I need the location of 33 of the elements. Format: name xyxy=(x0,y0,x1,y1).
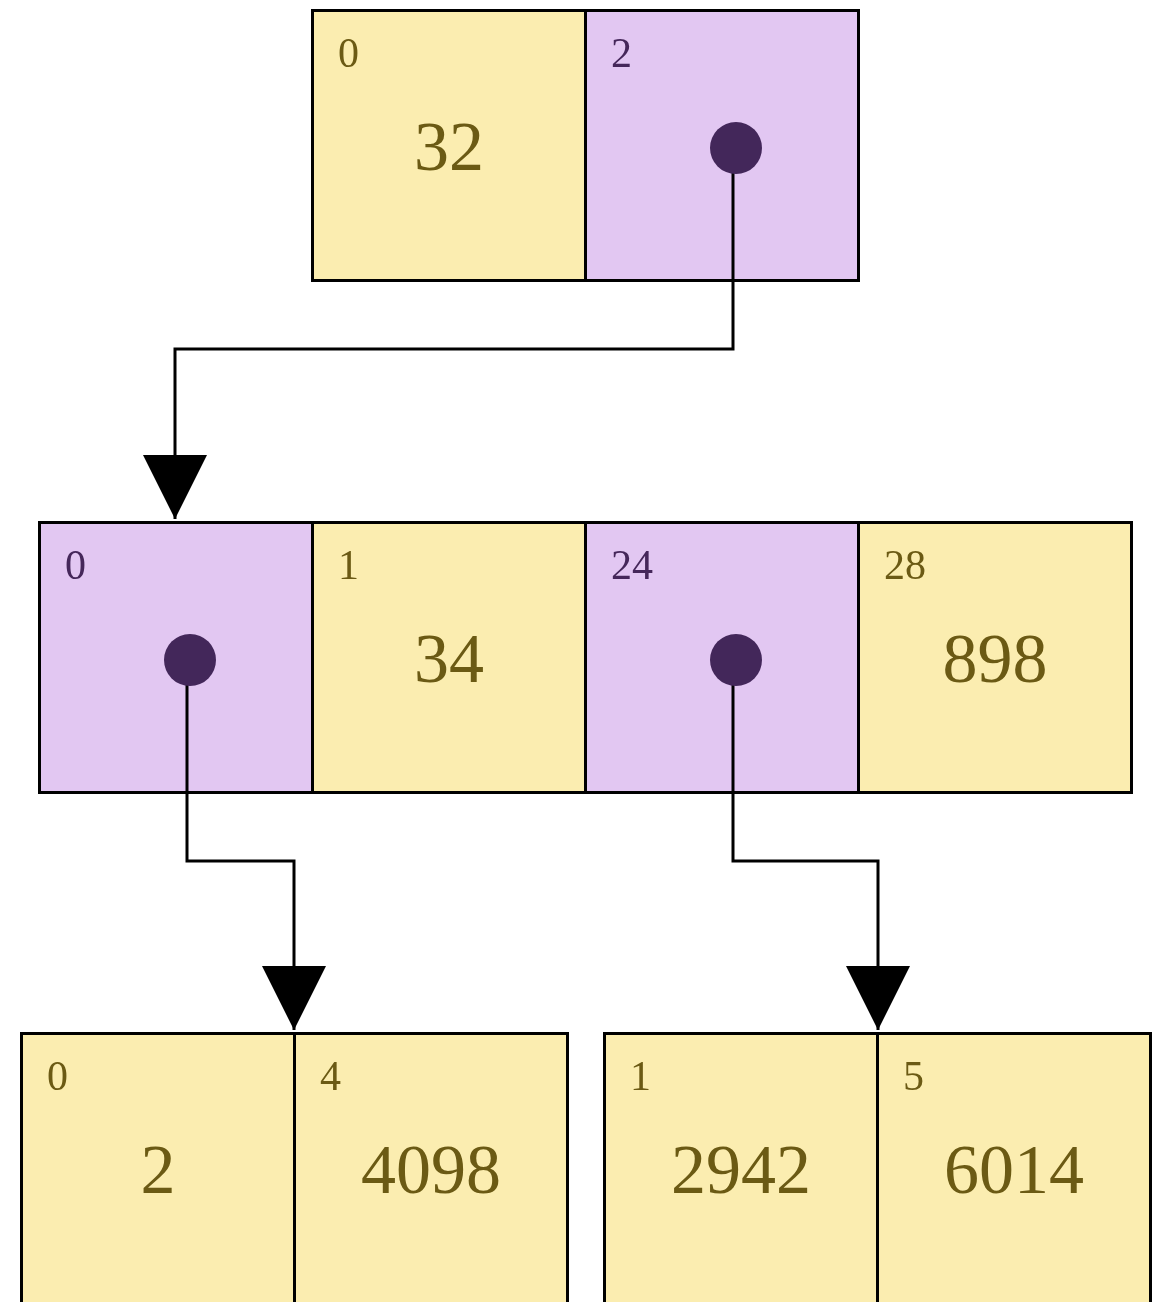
value-text: 898 xyxy=(942,624,1048,694)
value-cell xyxy=(293,1032,569,1302)
value-cell xyxy=(603,1032,879,1302)
value-text: 6014 xyxy=(944,1135,1084,1205)
offset-label: 0 xyxy=(47,1055,68,1097)
offset-label: 1 xyxy=(630,1055,651,1097)
offset-label: 2 xyxy=(611,32,632,74)
pointer-dot xyxy=(710,122,762,174)
pointer-dot xyxy=(164,634,216,686)
value-cell xyxy=(20,1032,296,1302)
pointer-cell xyxy=(584,521,860,794)
offset-label: 5 xyxy=(903,1055,924,1097)
pointer-cell xyxy=(584,9,860,282)
value-cell xyxy=(857,521,1133,794)
pointer-cell xyxy=(38,521,314,794)
offset-label: 24 xyxy=(611,544,653,586)
value-text: 32 xyxy=(414,112,484,182)
offset-label: 1 xyxy=(338,544,359,586)
offset-label: 0 xyxy=(338,32,359,74)
value-text: 2942 xyxy=(671,1135,811,1205)
value-text: 34 xyxy=(414,624,484,694)
pointer-dot xyxy=(710,634,762,686)
pointer-arrow xyxy=(143,171,735,519)
value-cell xyxy=(311,9,587,282)
value-cell xyxy=(311,521,587,794)
offset-label: 4 xyxy=(320,1055,341,1097)
value-text: 2 xyxy=(140,1135,176,1205)
value-text: 4098 xyxy=(361,1135,501,1205)
pointer-arrow xyxy=(185,683,326,1030)
pointer-arrow xyxy=(731,683,910,1030)
offset-label: 28 xyxy=(884,544,926,586)
value-cell xyxy=(876,1032,1152,1302)
offset-label: 0 xyxy=(65,544,86,586)
